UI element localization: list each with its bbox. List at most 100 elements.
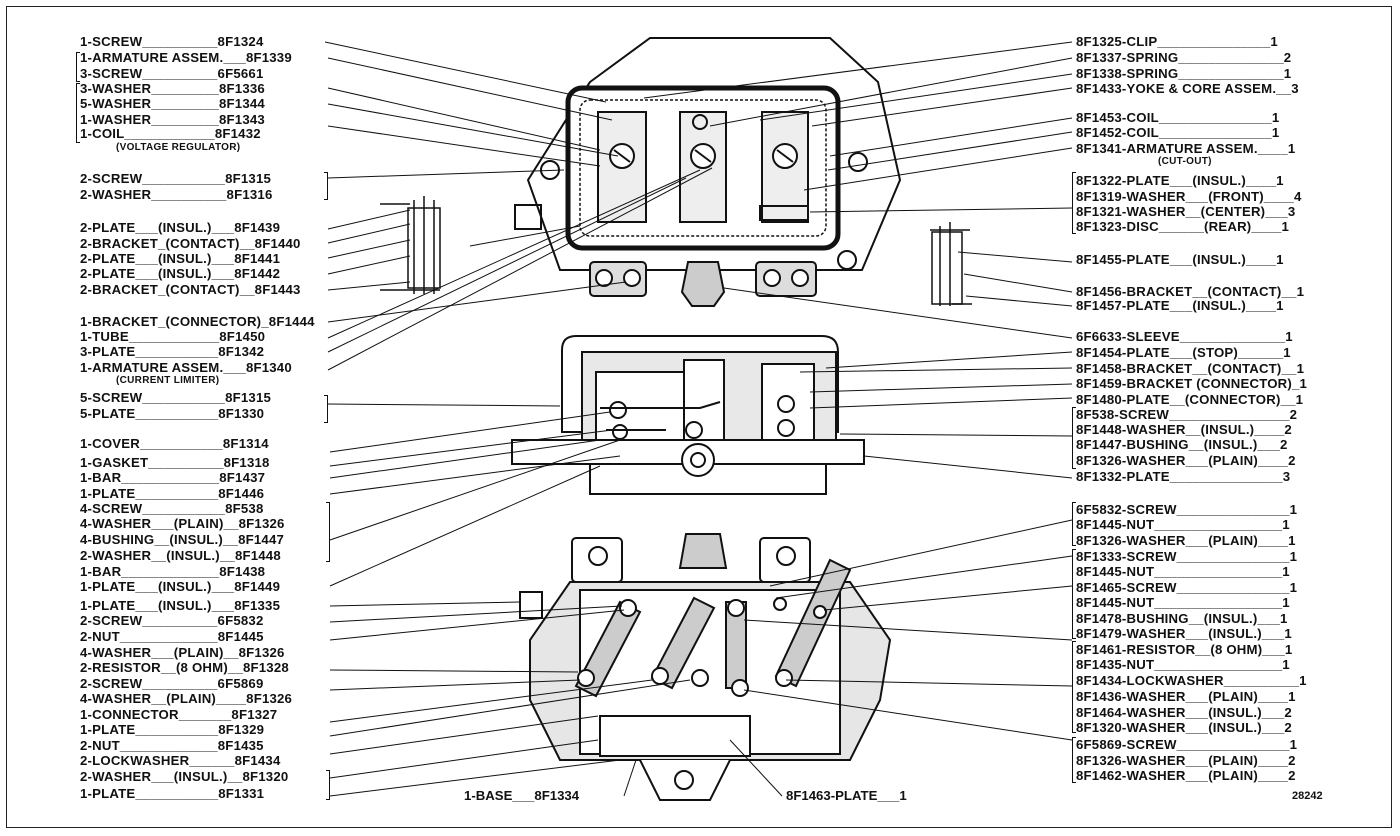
part-label: 8F1456-BRACKET__(CONTACT)__1: [1076, 284, 1305, 299]
part-label: 8F1480-PLATE__(CONNECTOR)__1: [1076, 392, 1304, 407]
part-label: 4-WASHER___(PLAIN)__8F1326: [80, 645, 285, 660]
leader-lines-right: [643, 41, 1073, 741]
part-label: 4-SCREW___________8F538: [80, 501, 264, 516]
part-label: 2-WASHER__________8F1316: [80, 187, 273, 202]
part-label: 8F1322-PLATE___(INSUL.)____1: [1076, 173, 1284, 188]
part-label: 2-PLATE___(INSUL.)___8F1441: [80, 251, 281, 266]
part-label: 1-ARMATURE ASSEM.___8F1339: [80, 50, 292, 65]
part-label: 2-PLATE___(INSUL.)___8F1442: [80, 266, 281, 281]
part-label: 5-SCREW___________8F1315: [80, 390, 272, 405]
part-label: 6F5869-SCREW_______________1: [1076, 737, 1298, 752]
part-label: 5-WASHER_________8F1344: [80, 96, 265, 111]
label-bracket: [1072, 641, 1076, 733]
part-label: 1-BAR_____________8F1438: [80, 564, 266, 579]
current-limiter-note: (CURRENT LIMITER): [116, 375, 220, 386]
part-label: 2-RESISTOR__(8 OHM)__8F1328: [80, 660, 289, 675]
part-label: 8F1333-SCREW_______________1: [1076, 549, 1298, 564]
part-label: 1-COIL____________8F1432: [80, 126, 261, 141]
part-label: 8F1445-NUT_________________1: [1076, 517, 1290, 532]
part-label: 8F1435-NUT_________________1: [1076, 657, 1290, 672]
part-label: 8F1445-NUT_________________1: [1076, 564, 1290, 579]
part-label: 4-BUSHING__(INSUL.)__8F1447: [80, 532, 285, 547]
part-label: 2-SCREW___________8F1315: [80, 171, 272, 186]
part-label: 1-TUBE____________8F1450: [80, 329, 266, 344]
base-label: 1-BASE___8F1334: [464, 788, 580, 803]
part-label: 8F1436-WASHER___(PLAIN)____1: [1076, 689, 1296, 704]
part-label: 1-PLATE___________8F1331: [80, 786, 265, 801]
label-bracket: [1072, 502, 1076, 546]
cut-out-note: (CUT-OUT): [1158, 156, 1212, 167]
label-bracket: [1072, 172, 1076, 234]
part-label: 2-WASHER__(INSUL.)__8F1448: [80, 548, 281, 563]
bottom-assembly: [519, 533, 892, 801]
part-label: 8F1326-WASHER___(PLAIN)____2: [1076, 753, 1296, 768]
label-bracket: [1072, 737, 1076, 783]
part-label: 8F1462-WASHER___(PLAIN)____2: [1076, 768, 1296, 783]
part-label: 8F1464-WASHER___(INSUL.)___2: [1076, 705, 1292, 720]
part-label: 8F1338-SPRING______________1: [1076, 66, 1292, 81]
side-detail-right: [930, 222, 972, 306]
part-label: 2-NUT_____________8F1435: [80, 738, 264, 753]
voltage-regulator-note: (VOLTAGE REGULATOR): [116, 142, 241, 153]
part-label: 1-PLATE___(INSUL.)___8F1449: [80, 579, 281, 594]
part-label: 8F1445-NUT_________________1: [1076, 595, 1290, 610]
label-bracket: [76, 52, 80, 82]
part-label: 1-PLATE___(INSUL.)___8F1335: [80, 598, 281, 613]
part-label: 8F1478-BUSHING__(INSUL.)___1: [1076, 611, 1288, 626]
part-label: 8F1458-BRACKET__(CONTACT)__1: [1076, 361, 1305, 376]
part-label: 8F1465-SCREW_______________1: [1076, 580, 1298, 595]
part-label: 4-WASHER___(PLAIN)__8F1326: [80, 516, 285, 531]
part-label: 8F1448-WASHER__(INSUL.)____2: [1076, 422, 1292, 437]
part-label: 8F1323-DISC______(REAR)____1: [1076, 219, 1290, 234]
part-label: 8F1461-RESISTOR__(8 OHM)___1: [1076, 642, 1293, 657]
part-label: 1-BRACKET_(CONNECTOR)_8F1444: [80, 314, 315, 329]
part-label: 2-WASHER___(INSUL.)__8F1320: [80, 769, 289, 784]
part-label: 2-BRACKET_(CONTACT)__8F1443: [80, 282, 301, 297]
part-label: 8F1326-WASHER___(PLAIN)____1: [1076, 533, 1296, 548]
part-label: 2-SCREW__________6F5869: [80, 676, 264, 691]
part-label: 6F6633-SLEEVE______________1: [1076, 329, 1293, 344]
part-label: 1-ARMATURE ASSEM.___8F1340: [80, 360, 292, 375]
part-label: 8F1434-LOCKWASHER__________1: [1076, 673, 1307, 688]
label-bracket: [324, 172, 328, 200]
drawing-number: 28242: [1292, 790, 1323, 802]
part-label: 2-BRACKET_(CONTACT)__8F1440: [80, 236, 301, 251]
part-label: 1-COVER___________8F1314: [80, 436, 269, 451]
part-label: 3-SCREW__________6F5661: [80, 66, 264, 81]
leader-lines-left: [324, 41, 783, 797]
part-label: 1-SCREW__________8F1324: [80, 34, 264, 49]
middle-assembly: [511, 335, 865, 495]
part-label: 8F1341-ARMATURE ASSEM.____1: [1076, 141, 1296, 156]
label-bracket: [1072, 549, 1076, 639]
part-label: 8F1325-CLIP_______________1: [1076, 34, 1278, 49]
diagram-frame: [6, 6, 1392, 828]
part-label: 1-WASHER_________8F1343: [80, 112, 265, 127]
part-label: 1-BAR_____________8F1437: [80, 470, 266, 485]
label-bracket: [76, 83, 80, 143]
part-label: 8F1452-COIL_______________1: [1076, 125, 1280, 140]
part-label: 8F1453-COIL_______________1: [1076, 110, 1280, 125]
part-label: 2-LOCKWASHER______8F1434: [80, 753, 281, 768]
top-assembly: [514, 37, 902, 307]
part-label: 4-WASHER__(PLAIN)____8F1326: [80, 691, 293, 706]
part-label: 1-PLATE___________8F1446: [80, 486, 265, 501]
part-label: 8F1454-PLATE___(STOP)______1: [1076, 345, 1291, 360]
part-label: 6F5832-SCREW_______________1: [1076, 502, 1298, 517]
label-bracket: [326, 770, 330, 800]
label-bracket: [1072, 407, 1076, 469]
part-label: 8F538-SCREW________________2: [1076, 407, 1298, 422]
part-label: 8F1319-WASHER___(FRONT)____4: [1076, 189, 1302, 204]
part-label: 8F1326-WASHER___(PLAIN)____2: [1076, 453, 1296, 468]
label-bracket: [326, 502, 330, 562]
part-label: 1-CONNECTOR_______8F1327: [80, 707, 278, 722]
part-label: 8F1321-WASHER__(CENTER)___3: [1076, 204, 1296, 219]
label-bracket: [324, 395, 328, 423]
part-label: 8F1479-WASHER___(INSUL.)___1: [1076, 626, 1292, 641]
part-label: 8F1337-SPRING______________2: [1076, 50, 1292, 65]
part-label: 8F1320-WASHER___(INSUL.)___2: [1076, 720, 1292, 735]
part-label: 8F1447-BUSHING__(INSUL.)___2: [1076, 437, 1288, 452]
part-label: 2-SCREW__________6F5832: [80, 613, 264, 628]
part-label: 8F1455-PLATE___(INSUL.)____1: [1076, 252, 1284, 267]
side-detail-left: [380, 196, 441, 294]
